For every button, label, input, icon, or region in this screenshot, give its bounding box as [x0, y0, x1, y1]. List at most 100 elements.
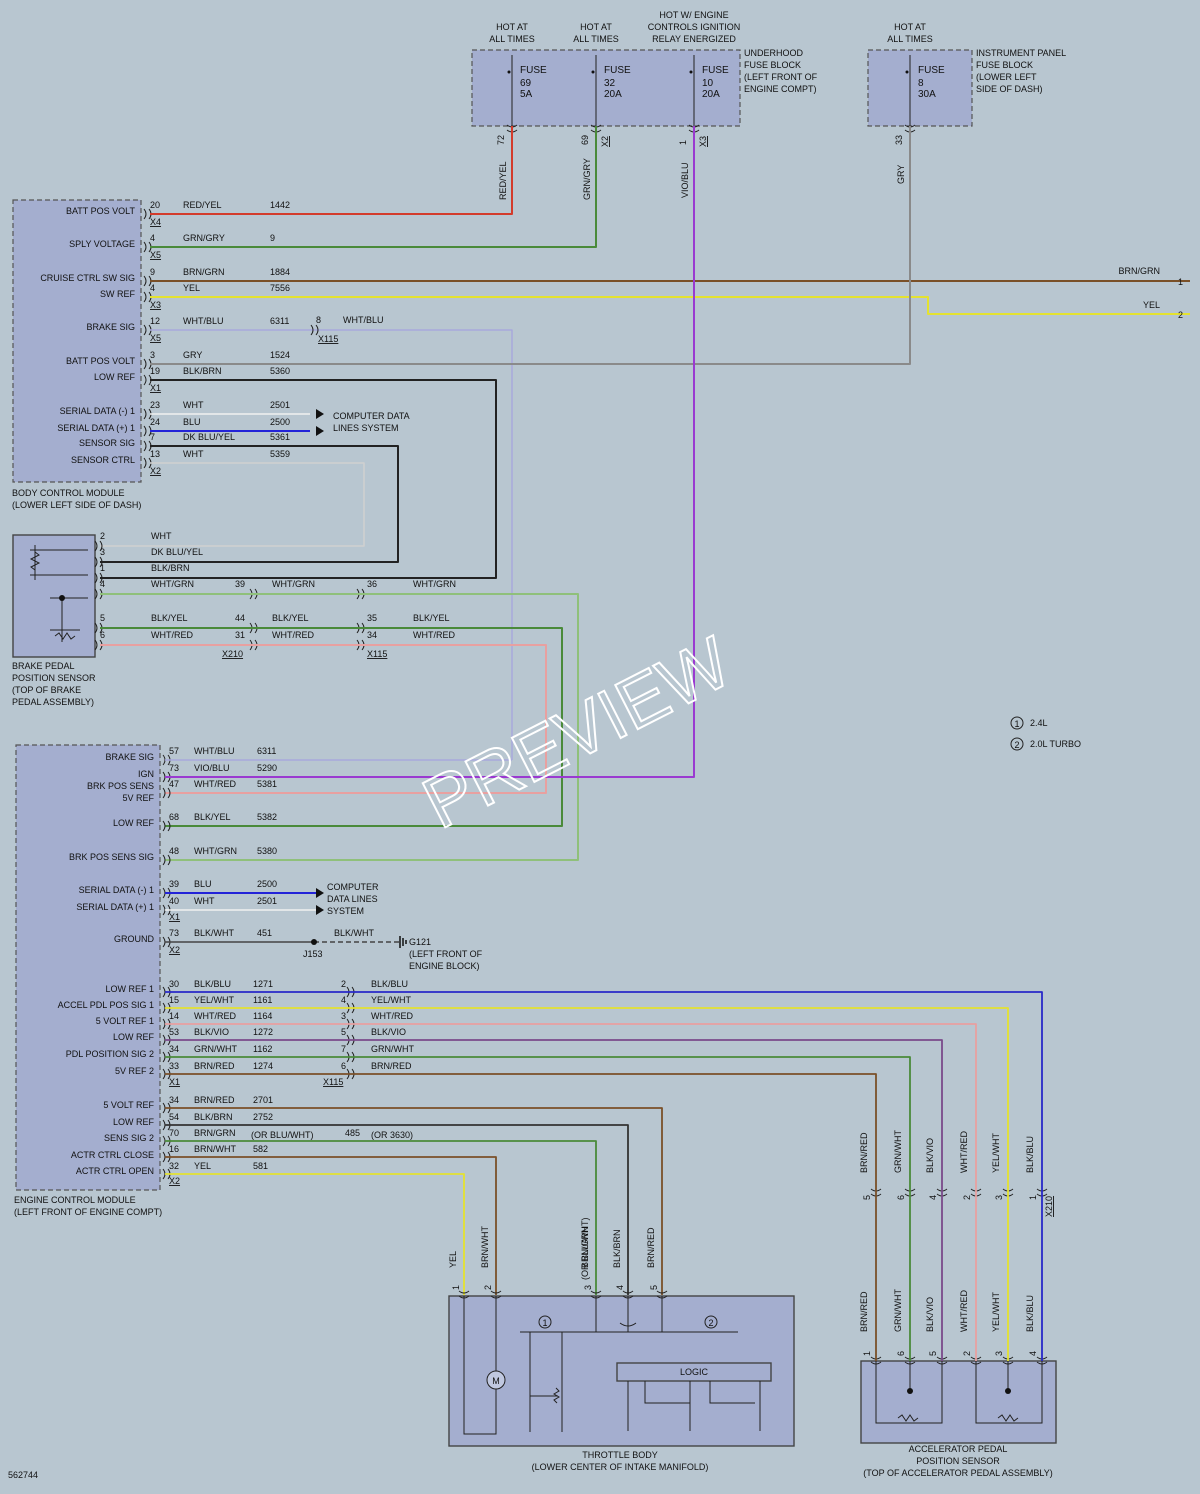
brace-symbol — [619, 1322, 637, 1327]
fuse-block-loc: SIDE OF DASH) — [976, 84, 1043, 94]
apps-name: ACCELERATOR PEDAL — [909, 1444, 1008, 1454]
circuit-number: 1274 — [253, 1061, 273, 1071]
splice-connector — [310, 324, 319, 336]
wire-color-label: DK BLU/YEL — [151, 547, 203, 557]
circuit-number: 1271 — [253, 979, 273, 989]
data-lines-label: LINES SYSTEM — [333, 423, 399, 433]
apps-pin: 1 — [862, 1351, 872, 1356]
ecm-pin-label: IGN — [138, 769, 154, 779]
fuse-block-loc: (LOWER LEFT — [976, 72, 1037, 82]
wire-color-label: BLK/YEL — [272, 613, 309, 623]
wire-color-label: BLU — [183, 417, 201, 427]
fuse-element — [591, 70, 595, 74]
ecm-pin-label: BRK POS SENS — [87, 781, 154, 791]
fuse-amperage: 20A — [604, 89, 622, 100]
circuit-number: 5380 — [257, 846, 277, 856]
ecm-pin-number: 70 — [169, 1128, 179, 1138]
wire-color-label: WHT/BLU — [343, 315, 384, 325]
tb-motor-circuit — [463, 1296, 497, 1435]
wire-brn-red — [165, 1107, 663, 1295]
bpps-name: BRAKE PEDAL — [12, 661, 75, 671]
wire-color-label: WHT/RED — [272, 630, 314, 640]
ecm-pin-label: SERIAL DATA (-) 1 — [79, 885, 154, 895]
fuse-block-loc: ENGINE COMPT) — [744, 84, 817, 94]
ecm-pin-label: 5V REF 2 — [115, 1066, 154, 1076]
wire-color-label: BLK/BLU — [194, 979, 231, 989]
bcm-pin-label: BATT POS VOLT — [66, 356, 136, 366]
wire-app-5 — [165, 1073, 877, 1190]
ecm-pin-label: 5 VOLT REF — [103, 1100, 154, 1110]
ecm-pin-number: 15 — [169, 995, 179, 1005]
circuit-number: 9 — [270, 233, 275, 243]
wire-color-label: BLK/BRN — [151, 563, 190, 573]
wire-color-label: BLK/YEL — [413, 613, 450, 623]
inline-pin: 39 — [235, 579, 245, 589]
inline-pin: 36 — [367, 579, 377, 589]
wire-color-label: VIO/BLU — [680, 162, 690, 198]
wire-color-label: WHT — [183, 449, 204, 459]
wire-blk-yel — [100, 627, 563, 827]
circuit-number: 1524 — [270, 350, 290, 360]
wire-wht-2 — [100, 462, 365, 547]
fuse-amperage: 5A — [520, 89, 533, 100]
wire-color-label: YEL/WHT — [371, 995, 412, 1005]
circuit-number: 2752 — [253, 1112, 273, 1122]
ecm-pin-number: 53 — [169, 1027, 179, 1037]
wire-color-label: YEL — [194, 1161, 211, 1171]
circuit-alt-label: (OR 3630) — [371, 1130, 413, 1140]
data-arrow-icon — [316, 888, 324, 898]
variant-marker — [538, 1315, 552, 1329]
fuse-block-loc: (LEFT FRONT OF — [744, 72, 818, 82]
ecm-pin-label: ACTR CTRL CLOSE — [71, 1150, 154, 1160]
variant-marker — [704, 1315, 718, 1329]
ecm-pin-label: ACTR CTRL OPEN — [76, 1166, 154, 1176]
inline-pin: 4 — [341, 995, 346, 1005]
inline-pin: 44 — [235, 613, 245, 623]
tb-sensor2-circuit — [627, 1381, 761, 1431]
wire-color-label: (OR BLU/WHT) — [580, 1218, 590, 1281]
splice-dot — [1005, 1388, 1011, 1394]
circuit-number: 582 — [253, 1144, 268, 1154]
circuit-number: 2500 — [270, 417, 290, 427]
wire-wht-blu — [150, 329, 513, 760]
ecm-pin-number: 47 — [169, 779, 179, 789]
bcm-pin-label: SENSOR CTRL — [71, 455, 135, 465]
ecm-pin-label: LOW REF — [113, 818, 155, 828]
bpps-pin: 5 — [100, 613, 105, 623]
bcm-connector-id: X5 — [150, 250, 161, 260]
wire-color-label: GRY — [183, 350, 202, 360]
wire-color-label: BRN/GRN — [1118, 266, 1160, 276]
wire-app-0 — [165, 991, 1043, 1190]
tb-pin: 5 — [649, 1285, 659, 1290]
ecm-pin-label: ACCEL PDL POS SIG 1 — [58, 1000, 154, 1010]
continuation-number: 1 — [1178, 277, 1183, 287]
apps-pin: 3 — [994, 1195, 1004, 1200]
apps-pin: 3 — [994, 1351, 1004, 1356]
circuit-number: 5382 — [257, 812, 277, 822]
inline-pin: 5 — [341, 1027, 346, 1037]
fuse-number: 10 — [702, 78, 714, 89]
wire-color-label: VIO/BLU — [194, 763, 230, 773]
circuit-number: 451 — [257, 928, 272, 938]
inline-pin: 34 — [367, 630, 377, 640]
wire-app-1 — [165, 1007, 1009, 1190]
bcm-connector-id: X4 — [150, 217, 161, 227]
legend-text: 2.4L — [1030, 718, 1048, 728]
continuation-number: 2 — [1178, 310, 1183, 320]
wire-brn-grn — [165, 1140, 597, 1295]
fuse-conn: X2 — [600, 136, 610, 147]
apps-pin: 6 — [896, 1195, 906, 1200]
apps-pin: 4 — [928, 1195, 938, 1200]
circuit-number: 5290 — [257, 763, 277, 773]
inline-conn-id: X210 — [222, 649, 243, 659]
bcm-name: BODY CONTROL MODULE — [12, 488, 125, 498]
wire-color-label: WHT/RED — [194, 1011, 236, 1021]
fuse-element — [905, 70, 909, 74]
ecm-pin-number: 39 — [169, 879, 179, 889]
data-arrow-icon — [316, 409, 324, 419]
apps-name: POSITION SENSOR — [916, 1456, 1000, 1466]
ecm-conn-id: X1 — [169, 912, 180, 922]
wire-vio-blu — [165, 126, 695, 778]
wire-color-label: WHT/BLU — [194, 746, 235, 756]
wire-color-label: YEL — [183, 283, 200, 293]
